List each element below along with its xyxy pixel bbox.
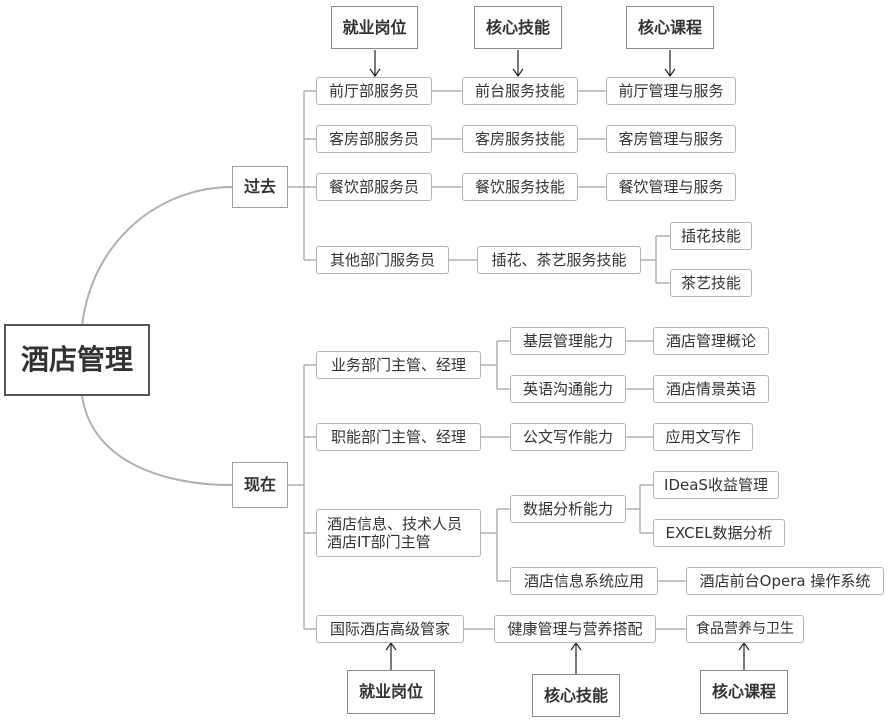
job-node[interactable]: 餐饮部服务员: [316, 173, 432, 201]
course-node[interactable]: 前厅管理与服务: [606, 77, 736, 105]
course-node[interactable]: 餐饮管理与服务: [606, 173, 736, 201]
job-node[interactable]: 国际酒店高级管家: [316, 615, 464, 643]
skill-node[interactable]: 餐饮服务技能: [462, 173, 578, 201]
job-node[interactable]: 客房部服务员: [316, 125, 432, 153]
skill-node[interactable]: 插花、茶艺服务技能: [477, 246, 641, 274]
course-node[interactable]: 酒店管理概论: [653, 327, 769, 355]
job-node[interactable]: 酒店信息、技术人员 酒店IT部门主管: [316, 509, 481, 557]
skill-node[interactable]: 英语沟通能力: [510, 375, 626, 403]
branch-present[interactable]: 现在: [232, 462, 288, 508]
job-node[interactable]: 业务部门主管、经理: [316, 351, 481, 379]
header-skill-top: 核心技能: [474, 6, 562, 49]
header-course-top: 核心课程: [626, 6, 714, 49]
course-node[interactable]: 客房管理与服务: [606, 125, 736, 153]
course-node[interactable]: 茶艺技能: [670, 269, 752, 297]
job-node[interactable]: 职能部门主管、经理: [316, 423, 481, 451]
job-node[interactable]: 前厅部服务员: [316, 77, 432, 105]
header-job-bottom: 就业岗位: [347, 670, 435, 714]
skill-node[interactable]: 客房服务技能: [462, 125, 578, 153]
header-skill-bottom: 核心技能: [532, 674, 620, 717]
job-line: 酒店信息、技术人员: [327, 515, 463, 533]
course-node[interactable]: EXCEL数据分析: [653, 519, 785, 547]
skill-node[interactable]: 数据分析能力: [510, 495, 626, 523]
job-node[interactable]: 其他部门服务员: [316, 246, 449, 274]
header-course-bottom: 核心课程: [700, 670, 788, 714]
course-node[interactable]: IDeaS收益管理: [653, 471, 779, 499]
skill-node[interactable]: 基层管理能力: [510, 327, 626, 355]
skill-node[interactable]: 公文写作能力: [510, 423, 626, 451]
skill-node[interactable]: 健康管理与营养搭配: [494, 615, 656, 643]
course-node[interactable]: 插花技能: [670, 222, 752, 250]
course-node[interactable]: 食品营养与卫生: [686, 615, 804, 643]
course-node[interactable]: 应用文写作: [653, 423, 753, 451]
branch-past[interactable]: 过去: [232, 166, 288, 208]
header-job-top: 就业岗位: [331, 6, 418, 49]
course-node[interactable]: 酒店前台Opera 操作系统: [686, 567, 884, 595]
root-node[interactable]: 酒店管理: [4, 324, 150, 396]
skill-node[interactable]: 前台服务技能: [462, 77, 578, 105]
skill-node[interactable]: 酒店信息系统应用: [510, 567, 658, 595]
job-line: 酒店IT部门主管: [327, 533, 431, 551]
course-node[interactable]: 酒店情景英语: [653, 375, 769, 403]
